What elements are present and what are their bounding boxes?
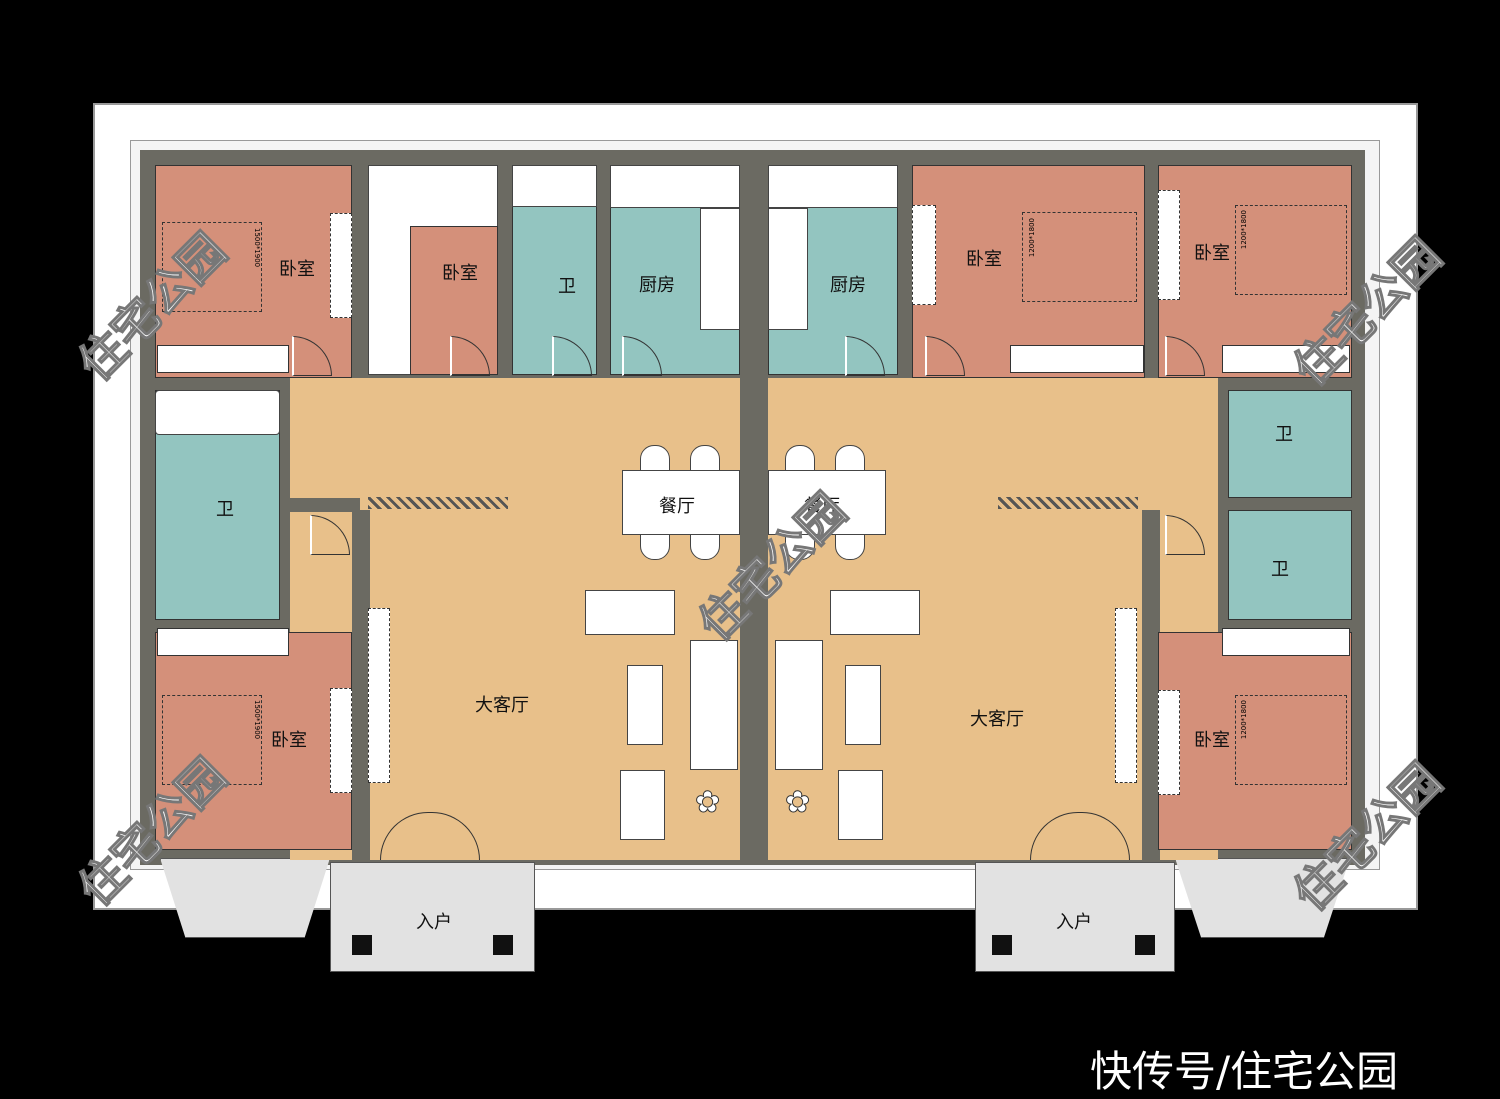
kitchen-counter — [768, 208, 808, 330]
wardrobe — [157, 628, 289, 656]
sofa — [775, 640, 823, 770]
bedroom-top-left — [155, 165, 352, 378]
sofa — [690, 640, 738, 770]
tv-cabinet — [1158, 690, 1180, 795]
room-label: 卧室 — [1194, 243, 1230, 264]
wardrobe — [1010, 345, 1144, 373]
room-label: 厨房 — [639, 275, 675, 296]
bed — [1022, 212, 1137, 302]
bay-window-left — [160, 858, 330, 938]
tv-cabinet — [1158, 190, 1180, 300]
tv-cabinet — [368, 608, 390, 783]
bed-size-label: 1200*1800 — [1240, 700, 1248, 740]
wardrobe — [1222, 628, 1350, 656]
coffee-table — [845, 665, 881, 745]
bathtub — [155, 390, 280, 435]
plant-icon: ✿ — [694, 785, 721, 821]
porch-column — [352, 935, 372, 955]
room-label: 卧室 — [1194, 730, 1230, 751]
wardrobe — [1222, 345, 1350, 373]
wall — [1142, 510, 1160, 860]
bathroom-vanity — [512, 165, 597, 207]
room-label: 卧室 — [271, 730, 307, 751]
armchair — [838, 770, 883, 840]
room-label: 卫 — [1275, 424, 1293, 445]
bed — [1235, 205, 1347, 295]
wardrobe — [157, 345, 289, 373]
kitchen-counter — [700, 208, 740, 330]
room-label: 入户 — [416, 912, 452, 933]
room-label: 卫 — [1271, 559, 1289, 580]
bedroom-bottom-right — [1158, 632, 1352, 850]
room-label: 卫 — [558, 276, 576, 297]
dining-table-left — [622, 470, 740, 535]
bed-size-label: 1200*1800 — [1240, 210, 1248, 250]
bedroom-top-right-1 — [912, 165, 1145, 378]
armchair — [620, 770, 665, 840]
wall — [290, 498, 360, 512]
tv-cabinet — [1115, 608, 1137, 783]
bed — [1235, 695, 1347, 785]
bed — [162, 222, 262, 312]
plant-icon: ✿ — [784, 785, 811, 821]
room-label: 餐厅 — [804, 496, 840, 517]
sofa — [585, 590, 675, 635]
room-label: 餐厅 — [659, 496, 695, 517]
bedroom-bottom-left — [155, 632, 352, 850]
bed-size-label: 1500*1900 — [253, 700, 261, 740]
tv-cabinet — [330, 688, 352, 793]
coffee-table — [627, 665, 663, 745]
dining-table-right — [768, 470, 886, 535]
porch-column — [992, 935, 1012, 955]
tv-cabinet — [912, 205, 936, 305]
bed — [162, 695, 262, 785]
room-label: 卧室 — [279, 259, 315, 280]
room-label: 入户 — [1056, 912, 1092, 933]
kitchen-counter — [768, 165, 898, 208]
room-label: 卫 — [216, 499, 234, 520]
bed-size-label: 1500*1900 — [253, 228, 261, 268]
room-label: 大客厅 — [475, 695, 529, 716]
kitchen-counter — [610, 165, 740, 208]
porch-column — [1135, 935, 1155, 955]
partition-screen — [368, 497, 508, 509]
room-label: 厨房 — [830, 275, 866, 296]
room-label: 大客厅 — [970, 709, 1024, 730]
footer-credit: 快传号/住宅公园 — [1090, 1047, 1399, 1096]
bathroom-right-bottom — [1228, 510, 1352, 620]
bed-size-label: 1200*1800 — [1028, 218, 1036, 258]
porch-column — [493, 935, 513, 955]
room-label: 卧室 — [966, 249, 1002, 270]
partition-screen — [998, 497, 1138, 509]
sofa — [830, 590, 920, 635]
room-label: 卧室 — [442, 263, 478, 284]
tv-cabinet — [330, 213, 352, 318]
bedroom-top-right-2 — [1158, 165, 1352, 378]
bathroom-right-top — [1228, 390, 1352, 498]
wall — [352, 510, 370, 860]
